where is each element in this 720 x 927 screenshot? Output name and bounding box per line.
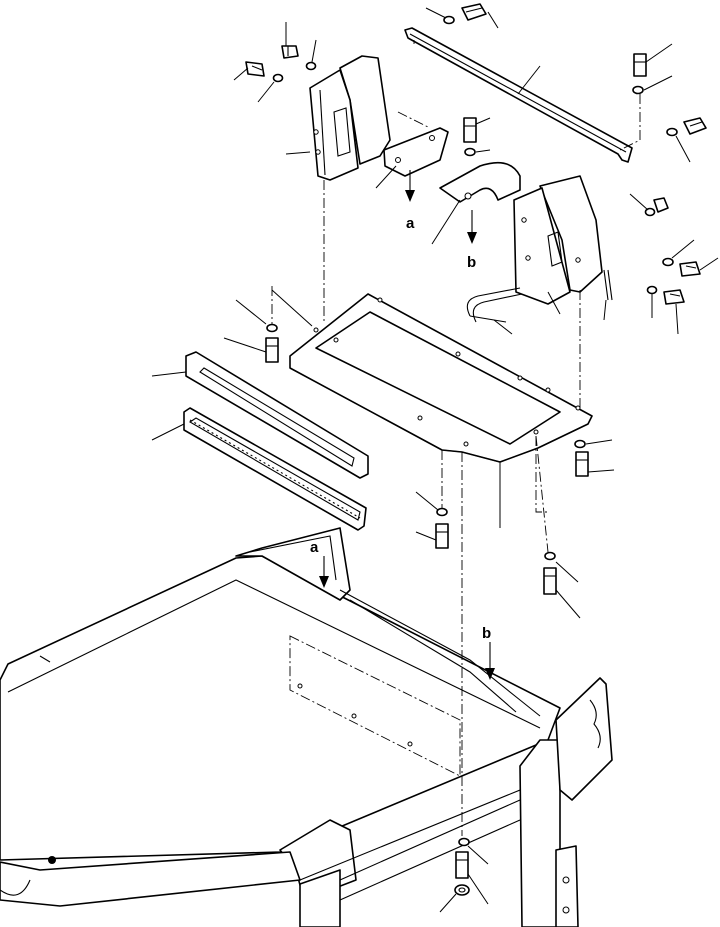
bolt (663, 289, 685, 305)
ref-label-a-upper: a (406, 215, 415, 232)
ref-label-b-upper: b (467, 254, 476, 271)
washer (632, 85, 644, 95)
washer (666, 127, 678, 137)
small-plate (383, 127, 449, 177)
mounting-strip (404, 27, 633, 163)
bolt (461, 3, 487, 21)
left-bracket (309, 55, 391, 181)
bolt (265, 337, 279, 363)
washer (266, 323, 278, 333)
cab-roof (0, 527, 613, 927)
washer (458, 837, 470, 847)
reference-arrows (319, 170, 495, 680)
bolt (683, 117, 707, 135)
seal-strip (183, 407, 367, 531)
washer (464, 147, 476, 157)
bolt (435, 523, 449, 549)
gasket-frame (185, 351, 369, 479)
ref-label-a-lower: a (310, 539, 319, 556)
nut (454, 884, 470, 896)
nut (653, 197, 669, 213)
washer (544, 551, 556, 561)
pin (603, 269, 613, 301)
bolt (463, 117, 477, 143)
mounting-plate (289, 293, 593, 463)
washer (574, 439, 586, 449)
bolt (543, 567, 557, 595)
bolt (633, 53, 647, 77)
washer (646, 285, 658, 295)
bolt (679, 261, 701, 277)
curved-plate (439, 161, 521, 203)
assembly-centerlines (271, 40, 641, 836)
washer (662, 257, 674, 267)
washer (272, 73, 284, 83)
washer (305, 61, 317, 71)
u-bolt (466, 287, 523, 323)
fasteners (245, 3, 707, 896)
bolt (455, 851, 469, 879)
washer (436, 507, 448, 517)
right-bracket (513, 175, 603, 305)
ref-label-b-lower: b (482, 625, 491, 642)
bolt (245, 61, 265, 77)
washer (443, 15, 455, 25)
bolt (575, 451, 589, 477)
callout-leaders (151, 7, 719, 913)
bolt (281, 45, 299, 59)
